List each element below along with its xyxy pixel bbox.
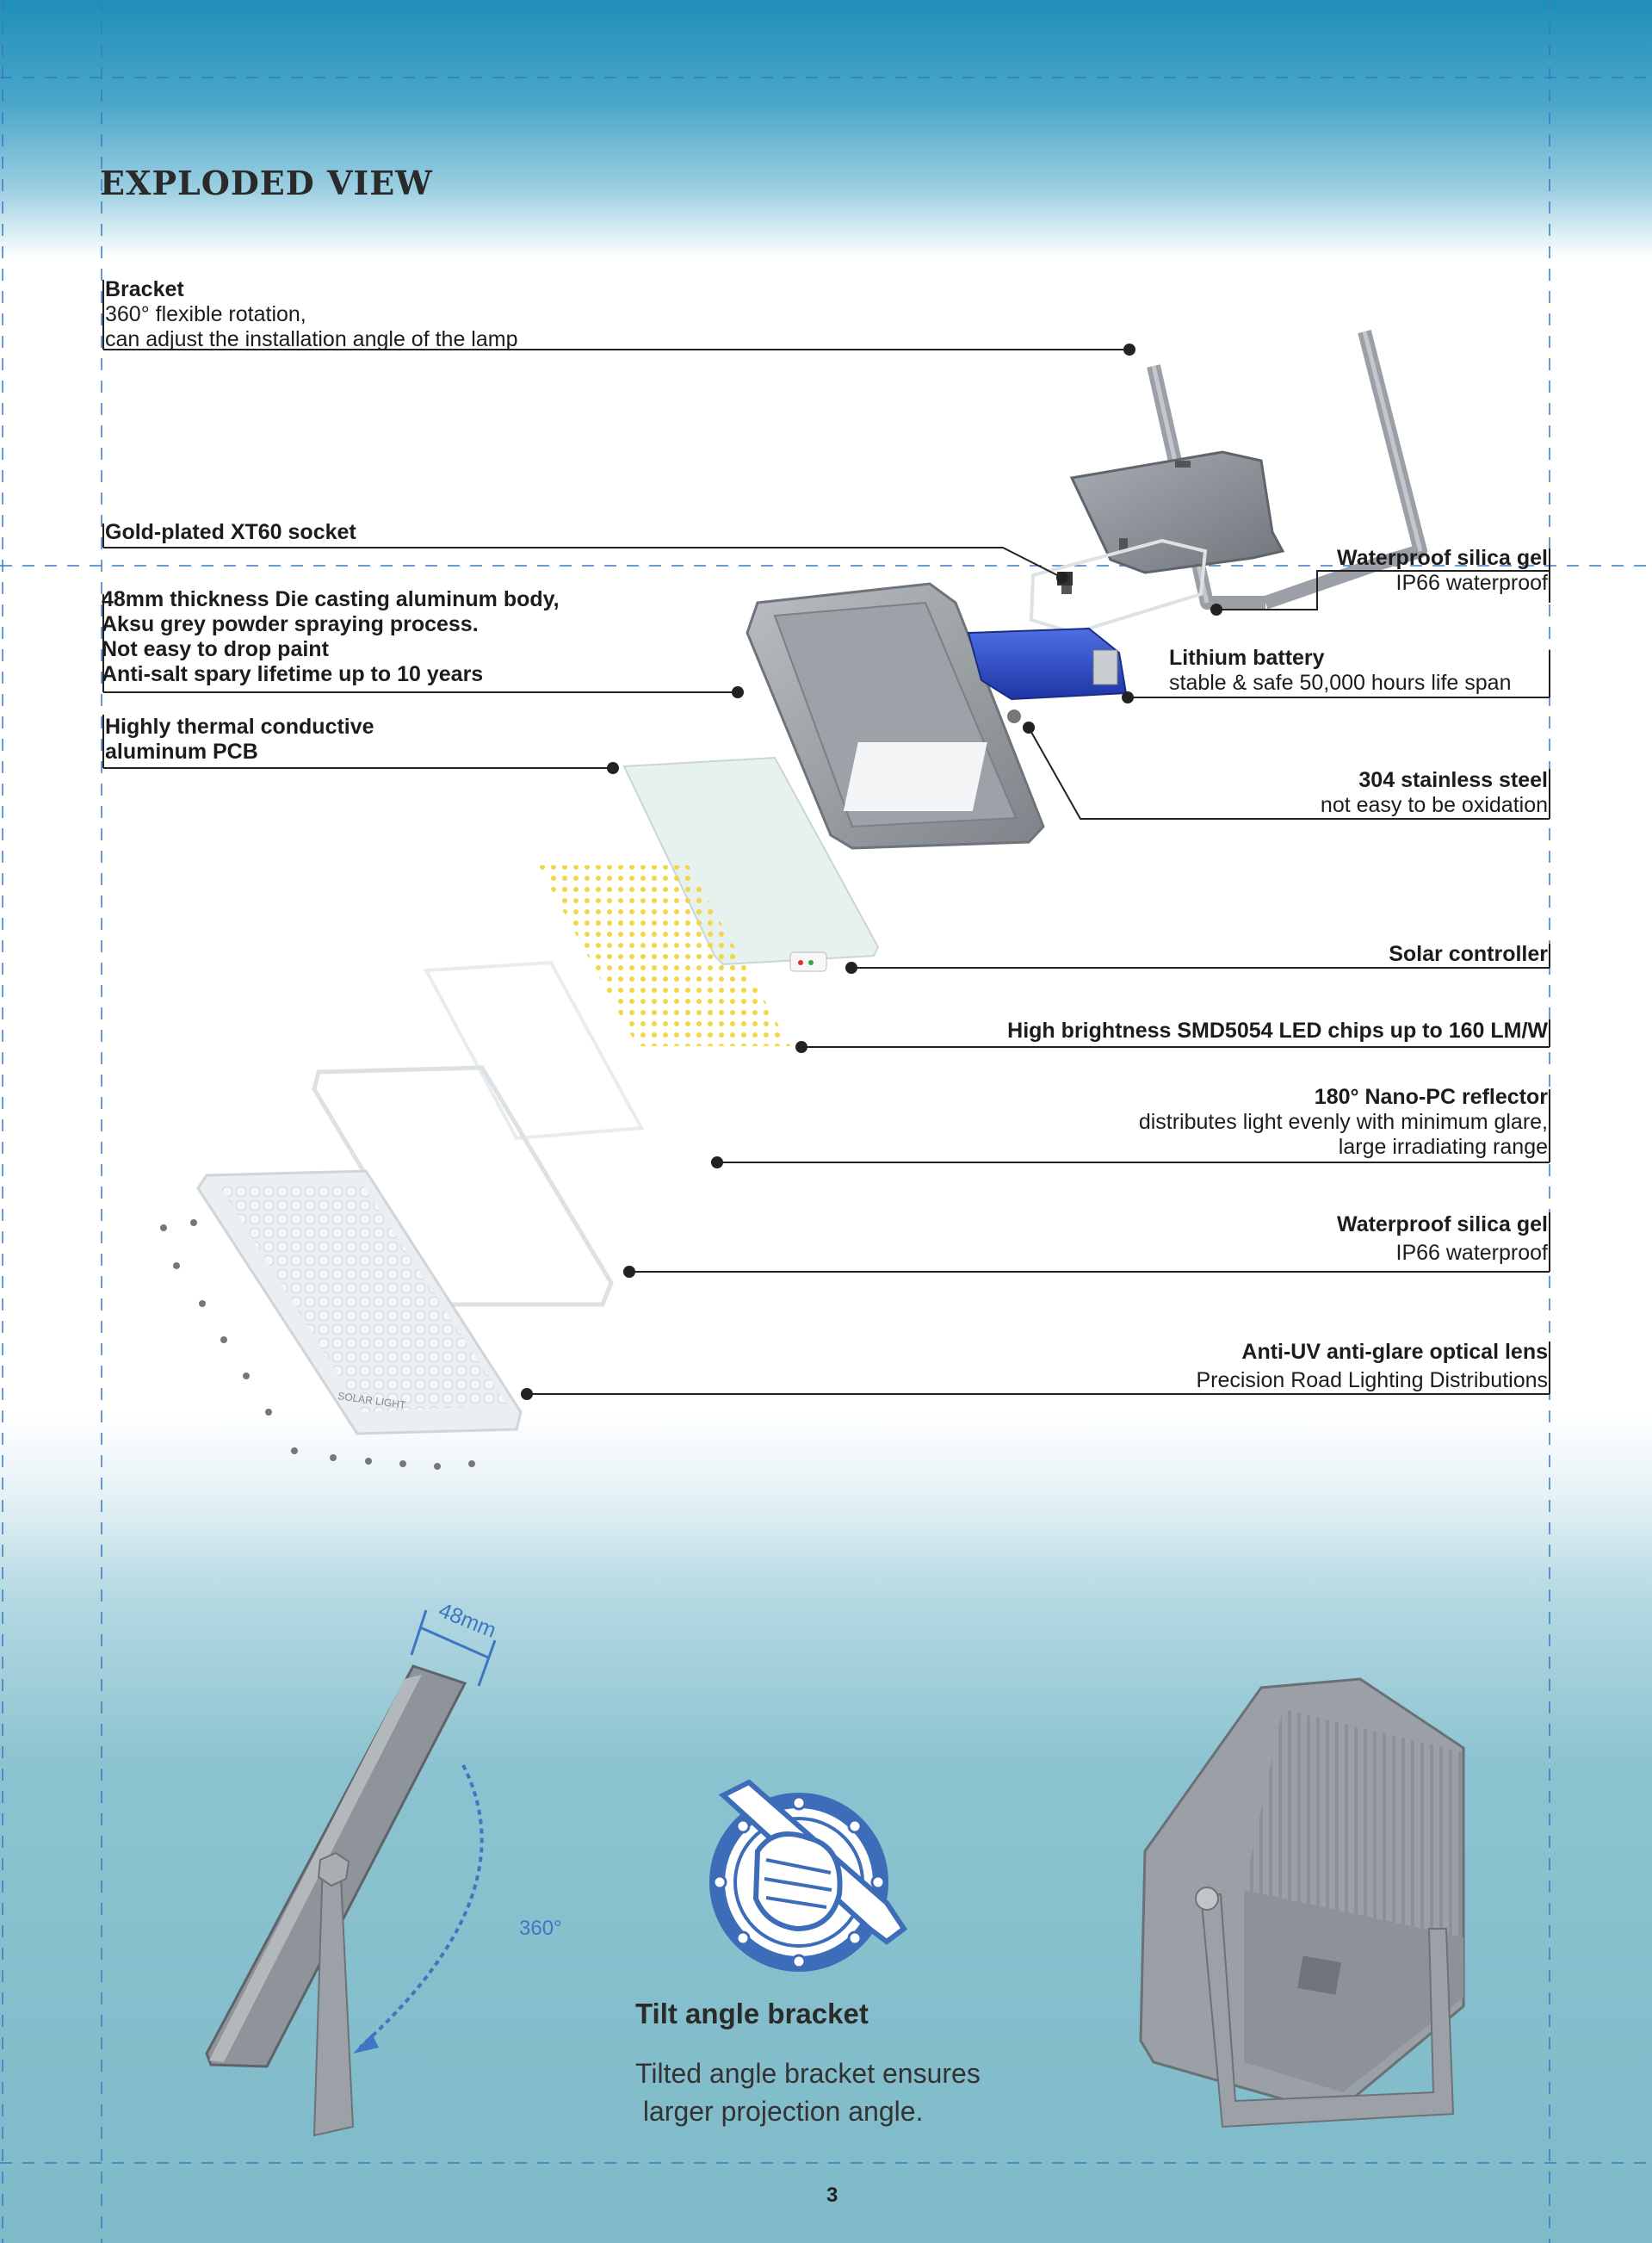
label-bracket-heading: Bracket (105, 277, 184, 301)
label-reflector: 180° Nano-PC reflector distributes light… (1139, 1085, 1548, 1160)
label-silica-bottom-heading: Waterproof silica gel (1337, 1212, 1548, 1236)
label-battery-heading: Lithium battery (1169, 646, 1325, 670)
page-number: 3 (826, 2184, 838, 2207)
label-bracket: Bracket 360° flexible rotation, can adju… (105, 277, 517, 352)
label-bars (102, 280, 1550, 1394)
screw (265, 1409, 272, 1416)
label-led-heading: High brightness SMD5054 LED chips up to … (1007, 1019, 1548, 1043)
side-view-lamp (205, 1664, 467, 2137)
leader-steel (1028, 727, 1550, 820)
reflector-part (423, 960, 645, 1141)
label-lens-sub: Precision Road Lighting Distributions (1196, 1368, 1548, 1392)
label-pcb-line-1: Highly thermal conductive (105, 715, 374, 739)
label-body-line-1: 48mm thickness Die casting aluminum body… (102, 587, 560, 611)
screw (468, 1460, 475, 1467)
feature-title: Tilt angle bracket (635, 1998, 869, 2029)
label-reflector-heading: 180° Nano-PC reflector (1314, 1085, 1548, 1109)
silica-gel-top-part (1029, 538, 1208, 635)
label-silica-top: Waterproof silica gel IP66 waterproof (1337, 546, 1548, 596)
label-body-line-4: Anti-salt spary lifetime up to 10 years (102, 662, 484, 686)
rotation-arrow (358, 1764, 484, 2049)
leader-silica-top (1216, 570, 1550, 610)
leader-dot (795, 1041, 807, 1053)
label-silica-top-sub: IP66 waterproof (1395, 571, 1549, 595)
back-view-lamp (1139, 1677, 1465, 2128)
label-steel-heading: 304 stainless steel (1358, 768, 1548, 792)
leader-dot (845, 962, 857, 974)
leader-dot (1056, 572, 1068, 584)
label-steel-sub: not easy to be oxidation (1320, 793, 1548, 817)
dimension-48mm (410, 1609, 497, 1687)
label-silica-bottom: Waterproof silica gel IP66 waterproof (1337, 1212, 1548, 1266)
label-socket-heading: Gold-plated XT60 socket (105, 520, 356, 544)
label-bracket-line-1: 360° flexible rotation, (105, 302, 306, 326)
label-body: 48mm thickness Die casting aluminum body… (102, 587, 560, 687)
screw (173, 1262, 180, 1269)
label-controller: Solar controller (1389, 942, 1548, 967)
label-reflector-sub-1: distributes light evenly with minimum gl… (1138, 1110, 1548, 1134)
page-title: EXPLODED VIEW (100, 164, 433, 202)
label-pcb-line-2: aluminum PCB (105, 740, 258, 764)
leader-dot (623, 1266, 635, 1278)
label-bracket-line-2: can adjust the installation angle of the… (105, 327, 518, 351)
screw (291, 1447, 298, 1454)
leader-dot (1210, 604, 1222, 616)
label-body-line-2: Aksu grey powder spraying process. (102, 612, 479, 636)
screw (365, 1458, 372, 1465)
label-battery-sub: stable & safe 50,000 hours life span (1169, 671, 1512, 695)
screw (220, 1336, 227, 1343)
screw (330, 1454, 337, 1461)
label-body-line-3: Not easy to drop paint (102, 637, 329, 661)
label-controller-heading: Solar controller (1389, 942, 1548, 966)
rotation-360-label: 360° (519, 1917, 562, 1940)
leader-dot (711, 1156, 723, 1168)
screw (399, 1460, 406, 1467)
screw (434, 1463, 441, 1470)
leader-dot (732, 686, 744, 698)
silica-gel-bottom-part (312, 1065, 614, 1307)
screw (243, 1372, 250, 1379)
solar-controller-part (789, 951, 827, 972)
leader-dot (607, 762, 619, 774)
leader-lines (103, 349, 1550, 1395)
label-socket: Gold-plated XT60 socket (105, 520, 356, 545)
label-silica-bottom-sub: IP66 waterproof (1395, 1241, 1549, 1265)
label-lens: Anti-UV anti-glare optical lens Precisio… (1196, 1340, 1548, 1393)
screws (160, 1219, 475, 1470)
label-steel: 304 stainless steel not easy to be oxida… (1321, 768, 1548, 818)
label-pcb: Highly thermal conductive aluminum PCB (105, 715, 374, 765)
leader-socket (103, 547, 1061, 578)
back-cover-part (1069, 450, 1285, 574)
screw (160, 1224, 167, 1231)
led-chips-part (538, 865, 790, 1046)
leader-dot (1122, 691, 1134, 703)
label-battery: Lithium battery stable & safe 50,000 hou… (1169, 646, 1512, 696)
leader-dots (521, 344, 1222, 1400)
feature-description: Tilted angle bracket ensures larger proj… (635, 2058, 981, 2127)
leader-dot (521, 1388, 533, 1400)
label-reflector-sub-2: large irradiating range (1338, 1135, 1548, 1159)
housing-part (746, 582, 1045, 850)
label-led: High brightness SMD5054 LED chips up to … (1007, 1019, 1548, 1044)
wrench-fist-icon (709, 1779, 908, 1972)
optical-lens-part: SOLAR LIGHT (196, 1169, 523, 1435)
leader-dot (1023, 722, 1035, 734)
screw (199, 1300, 206, 1307)
leader-dot (1123, 344, 1135, 356)
label-lens-heading: Anti-UV anti-glare optical lens (1241, 1340, 1548, 1364)
rotation-arrowhead (353, 2034, 379, 2054)
screw (190, 1219, 197, 1226)
label-silica-top-heading: Waterproof silica gel (1337, 546, 1548, 570)
battery-part (967, 627, 1128, 701)
